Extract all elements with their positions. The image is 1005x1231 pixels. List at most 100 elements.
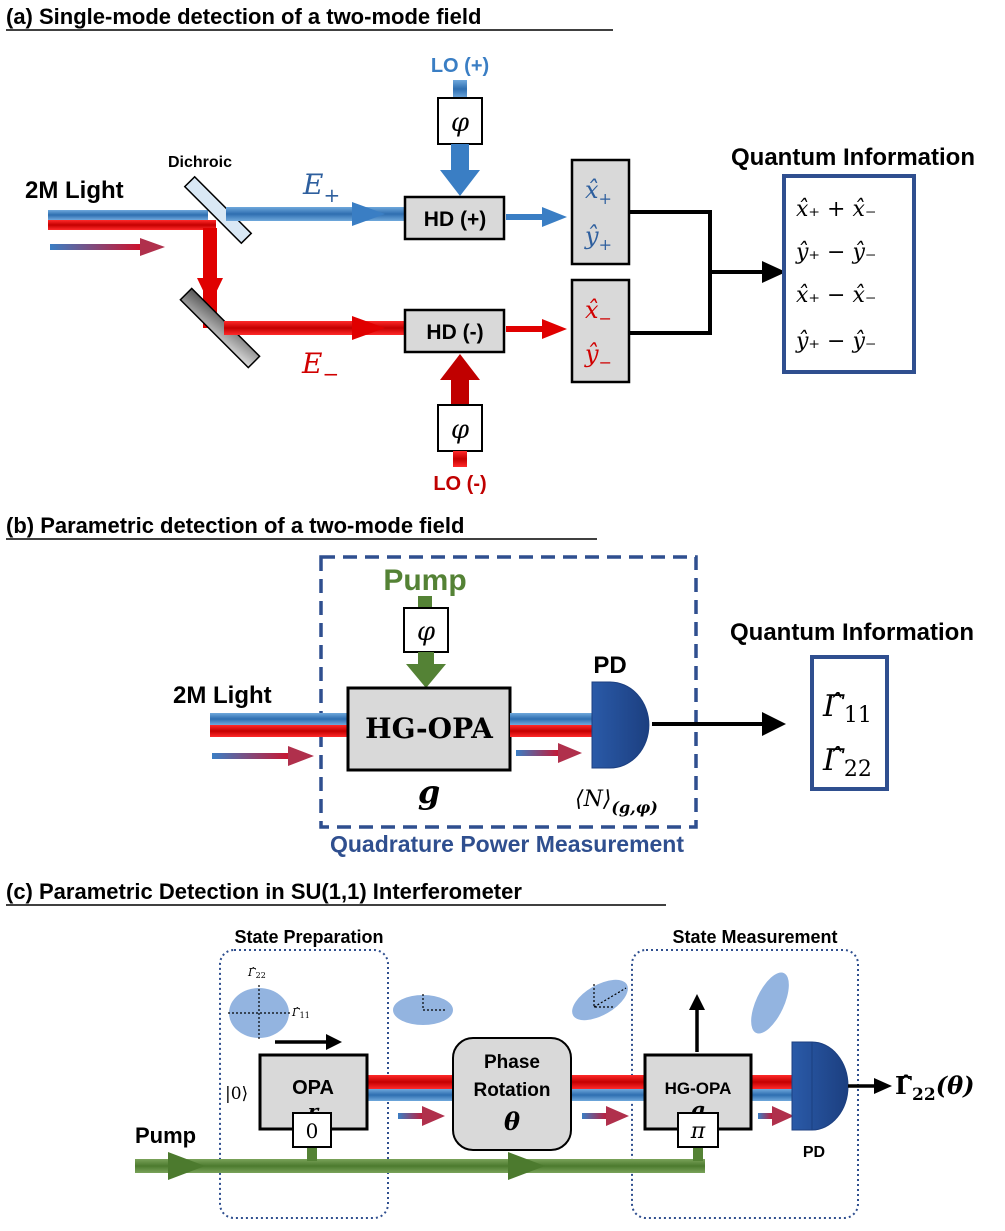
zero-phase-box	[292, 1112, 332, 1148]
combiner-arrowhead	[762, 261, 786, 283]
y-plus-label: ŷ+	[584, 222, 612, 254]
beam-red-1	[368, 1075, 458, 1089]
qi-a-2: ŷ₊ − ŷ₋	[795, 240, 877, 265]
lo-minus-beam	[451, 378, 469, 406]
light-label-a: 2M Light	[25, 177, 124, 204]
pd-label-c: PD	[803, 1144, 825, 1161]
phase-label-2: Rotation	[473, 1080, 550, 1101]
input-blue-beam-a	[48, 210, 208, 220]
pd-label-b: PD	[593, 652, 626, 679]
state-meas-label: State Measurement	[672, 927, 837, 947]
lo-plus-beam	[453, 80, 467, 98]
pump-arrowhead-c2	[508, 1152, 545, 1180]
hg-opa-label-c: HG-OPA	[665, 1079, 732, 1098]
vacuum-label: |0⟩	[225, 1084, 248, 1104]
zero-phase-label: 0	[306, 1119, 319, 1143]
hd-plus-output-arrowhead	[542, 207, 567, 227]
squeezed-axes	[422, 994, 446, 1011]
x-plus-label: x̂+	[585, 176, 612, 208]
opa-direction-arrowhead	[326, 1034, 342, 1050]
pump-arrowhead-b	[406, 664, 446, 688]
quad-minus-box	[570, 278, 631, 384]
photodetector-b	[591, 681, 650, 769]
qi-box-b	[810, 655, 889, 791]
panel-b-title: (b) Parametric detection of a two-mode f…	[6, 513, 464, 538]
qi-box-a	[782, 174, 916, 374]
opa-label: OPA	[292, 1077, 334, 1099]
qi-a-3: x̂₊ − x̂₋	[796, 283, 876, 308]
beam-red-2	[570, 1075, 646, 1089]
gamma11-label: Γ̂11	[822, 689, 872, 728]
panel-a-title: (a) Single-mode detection of a two-mode …	[6, 4, 481, 29]
e-minus-arrowhead	[352, 316, 385, 340]
pd-output-arrowhead-b	[762, 712, 786, 736]
g11-axis-label: Γ̂11	[291, 1006, 310, 1020]
e-plus-label: E+	[302, 168, 340, 207]
pump-branch-opa	[307, 1145, 317, 1161]
rotated-axes	[593, 984, 627, 1008]
x-minus-label: x̂−	[585, 296, 612, 328]
pi-phase-label: π	[690, 1119, 706, 1144]
pump-beam-c	[135, 1159, 705, 1173]
mini-arrow-c2	[582, 1113, 610, 1119]
gamma22-label: Γ̂22	[822, 743, 872, 782]
phase-label-1: Phase	[484, 1052, 540, 1073]
panel-c-title: (c) Parametric Detection in SU(1,1) Inte…	[6, 879, 522, 904]
input-mini-arrowhead-b	[288, 746, 314, 766]
beam-blue-3	[750, 1089, 794, 1101]
phi-box-b	[403, 607, 449, 653]
pump-arrowhead-c1	[168, 1152, 205, 1180]
phi-minus-label: φ	[451, 415, 470, 445]
hd-minus-output-arrowhead	[542, 319, 567, 339]
photodetector-c	[791, 1041, 849, 1131]
qpm-label: Quadrature Power Measurement	[330, 831, 684, 857]
pump-label-b: Pump	[383, 564, 466, 597]
hg-opa-direction-arrowhead	[689, 994, 705, 1010]
theta-label: θ	[504, 1107, 520, 1136]
input-mini-arrow-a	[50, 244, 142, 250]
input-red-beam-b	[210, 725, 350, 737]
beam-red-3	[750, 1075, 794, 1089]
n-expect-label: ⟨N⟩(g,φ)	[575, 787, 658, 817]
lo-plus-arrowhead	[440, 170, 480, 196]
combiner-lines	[629, 210, 770, 335]
input-blue-beam-b	[210, 713, 350, 725]
beam-blue-1	[368, 1089, 458, 1101]
y-minus-label: ŷ−	[584, 340, 612, 372]
hd-plus-label: HD (+)	[424, 208, 486, 231]
input-mini-arrowhead-a	[140, 238, 165, 256]
pump-branch-hg	[693, 1145, 703, 1161]
qi-title-a: Quantum Information	[731, 144, 975, 171]
dichroic-mirror	[183, 175, 253, 245]
hd-minus-label: HD (-)	[426, 321, 483, 344]
pi-phase-box	[677, 1112, 719, 1148]
e-plus-arrowhead	[352, 202, 385, 226]
mini-arrowhead-c1	[422, 1106, 445, 1126]
pump-beam-b-lower	[418, 652, 434, 666]
red-down-arrowhead	[197, 278, 223, 305]
hd-minus-box	[403, 308, 506, 354]
phi-plus-label: φ	[451, 108, 470, 138]
panel-c: (c) Parametric Detection in SU(1,1) Inte…	[6, 879, 974, 1219]
hd-plus-output	[506, 214, 546, 220]
output-blue-beam-b	[510, 713, 594, 725]
hd-plus-box	[403, 195, 506, 241]
rotated-state-ellipse	[572, 979, 628, 1021]
hg-opa-label-b: HG-OPA	[365, 712, 494, 745]
input-mini-arrow-b	[212, 753, 292, 759]
panel-a: (a) Single-mode detection of a two-mode …	[6, 4, 975, 495]
pd-output-arrowhead-c	[874, 1078, 892, 1094]
state-prep-label: State Preparation	[234, 927, 383, 947]
mini-arrow-c1	[398, 1113, 426, 1119]
lo-minus-arrowhead	[440, 354, 480, 380]
mini-arrowhead-c2	[606, 1106, 629, 1126]
output-mini-arrow-b	[516, 750, 562, 756]
phi-label-b: φ	[417, 617, 436, 647]
e-minus-label: E−	[301, 347, 339, 386]
output-red-beam-b	[510, 725, 594, 737]
mini-arrow-c3	[758, 1113, 774, 1119]
gain-label-b: g	[418, 773, 440, 811]
lo-minus-label: LO (-)	[433, 473, 486, 495]
lo-plus-label: LO (+)	[431, 55, 489, 77]
